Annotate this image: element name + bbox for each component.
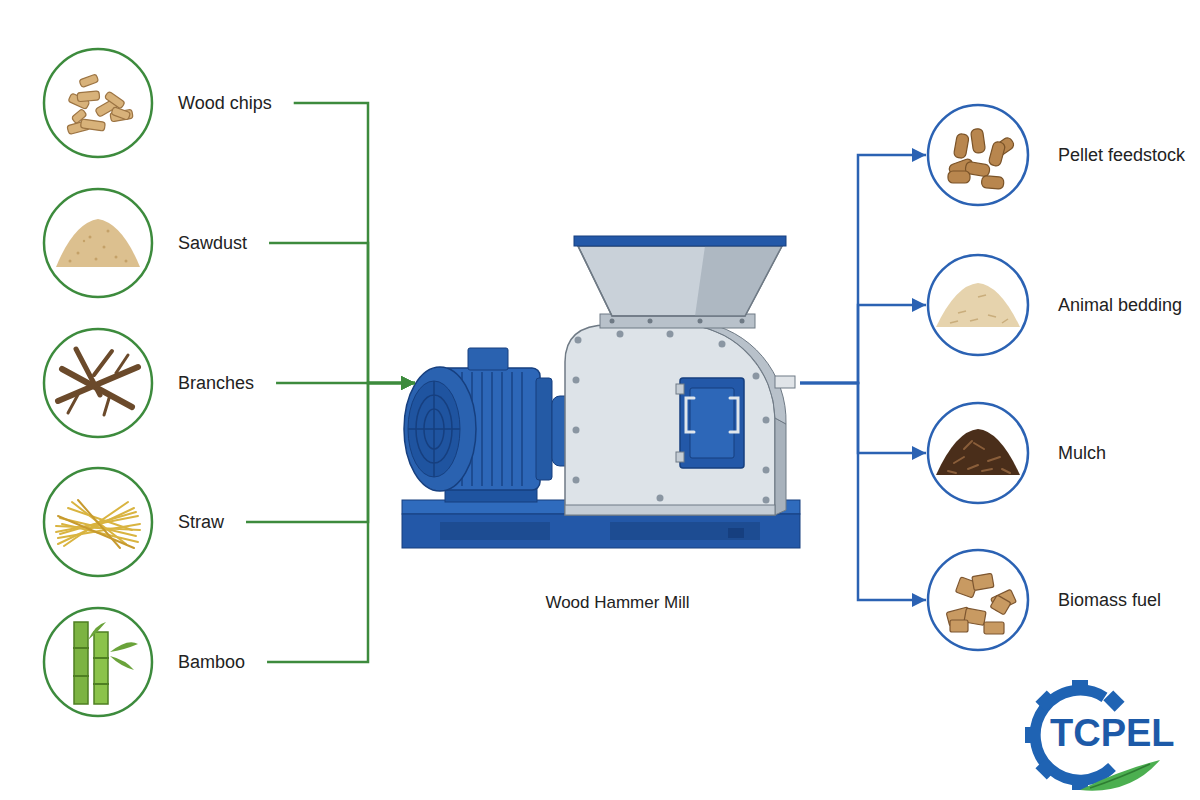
flow-arrow — [800, 383, 926, 453]
node-label: Mulch — [1058, 442, 1106, 464]
flow-arrow — [800, 383, 926, 600]
input-material-node: Straw — [42, 466, 246, 578]
node-label: Bamboo — [178, 651, 245, 673]
flow-arrow — [269, 243, 415, 383]
node-label: Wood chips — [178, 92, 272, 114]
flow-arrow — [276, 382, 415, 385]
circle-outline — [926, 401, 1030, 505]
wood-chips-icon — [67, 74, 133, 135]
branches-icon — [58, 349, 138, 415]
output-product-node: Biomass fuel — [926, 548, 1161, 652]
input-material-node: Wood chips — [42, 47, 294, 159]
input-material-node: Bamboo — [42, 606, 267, 718]
output-product-node: Mulch — [926, 401, 1106, 505]
logo-text: TCPEL — [1050, 712, 1175, 755]
circle-border — [928, 255, 1028, 355]
circle-border — [928, 403, 1028, 503]
bedding-icon — [936, 283, 1020, 327]
bamboo-icon — [73, 622, 138, 704]
flow-arrow — [294, 103, 415, 383]
circle-border — [44, 468, 152, 576]
circle-border — [44, 189, 152, 297]
circle-outline — [926, 103, 1030, 207]
node-label: Animal bedding — [1058, 294, 1182, 316]
flow-arrow — [246, 383, 415, 522]
node-label: Branches — [178, 372, 254, 394]
node-label: Straw — [178, 511, 224, 533]
circle-outline — [42, 327, 154, 439]
circle-border — [928, 550, 1028, 650]
mulch-icon — [936, 429, 1020, 475]
circle-border — [44, 329, 152, 437]
flow-arrow — [267, 383, 415, 662]
circle-border — [44, 49, 152, 157]
node-label: Biomass fuel — [1058, 589, 1161, 611]
flow-arrow — [800, 305, 926, 383]
node-label: Pellet feedstock — [1058, 144, 1185, 166]
input-material-node: Sawdust — [42, 187, 269, 299]
pellets-icon — [948, 128, 1016, 189]
circle-border — [928, 105, 1028, 205]
output-product-node: Animal bedding — [926, 253, 1182, 357]
machine-label: Wood Hammer Mill — [415, 592, 800, 614]
machine-node: Wood Hammer Mill — [415, 228, 800, 620]
circle-border — [44, 608, 152, 716]
node-label: Sawdust — [178, 232, 247, 254]
straw-icon — [56, 500, 140, 548]
circle-outline — [926, 253, 1030, 357]
circle-outline — [42, 47, 154, 159]
circle-outline — [42, 466, 154, 578]
input-material-node: Branches — [42, 327, 276, 439]
hammer-mill-illustration — [402, 236, 800, 548]
flow-arrow — [800, 155, 926, 383]
circle-outline — [926, 548, 1030, 652]
sawdust-icon — [56, 219, 140, 267]
biomass-fuel-icon — [946, 573, 1016, 634]
circle-outline — [42, 606, 154, 718]
output-product-node: Pellet feedstock — [926, 103, 1185, 207]
circle-outline — [42, 187, 154, 299]
